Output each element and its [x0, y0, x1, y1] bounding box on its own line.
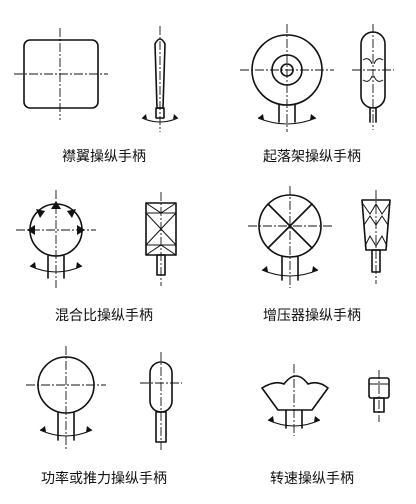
power-thrust-handle-caption: 功率或推力操纵手柄 [41, 471, 167, 487]
landing-gear-handle-caption: 起落架操纵手柄 [263, 149, 361, 165]
power-thrust-handle-side-view [140, 352, 182, 450]
power-thrust-handle-front-view [26, 346, 106, 450]
speed-handle-caption: 转速操纵手柄 [270, 471, 354, 487]
flap-handle-caption: 襟翼操纵手柄 [62, 149, 146, 165]
flap-handle-icon [14, 26, 179, 132]
landing-gear-handle-icon [240, 24, 394, 132]
landing-gear-handle-front-view [240, 24, 334, 132]
supercharger-handle-side-view [361, 190, 391, 284]
speed-handle-icon [261, 364, 390, 436]
mixture-handle-icon [16, 190, 177, 288]
flap-handle-front-view [14, 28, 108, 120]
flap-handle-side-view [141, 26, 179, 132]
mixture-handle-front-view [16, 190, 96, 288]
mixture-handle-caption: 混合比操纵手柄 [55, 308, 153, 324]
power-thrust-handle-icon [26, 346, 182, 450]
landing-gear-handle-side-view [352, 24, 394, 130]
supercharger-handle-front-view [248, 186, 332, 288]
supercharger-handle-caption: 增压器操纵手柄 [263, 308, 361, 324]
mixture-handle-side-view [145, 192, 177, 286]
supercharger-handle-icon [248, 186, 391, 288]
speed-handle-front-view [261, 364, 329, 436]
speed-handle-side-view [368, 370, 390, 422]
